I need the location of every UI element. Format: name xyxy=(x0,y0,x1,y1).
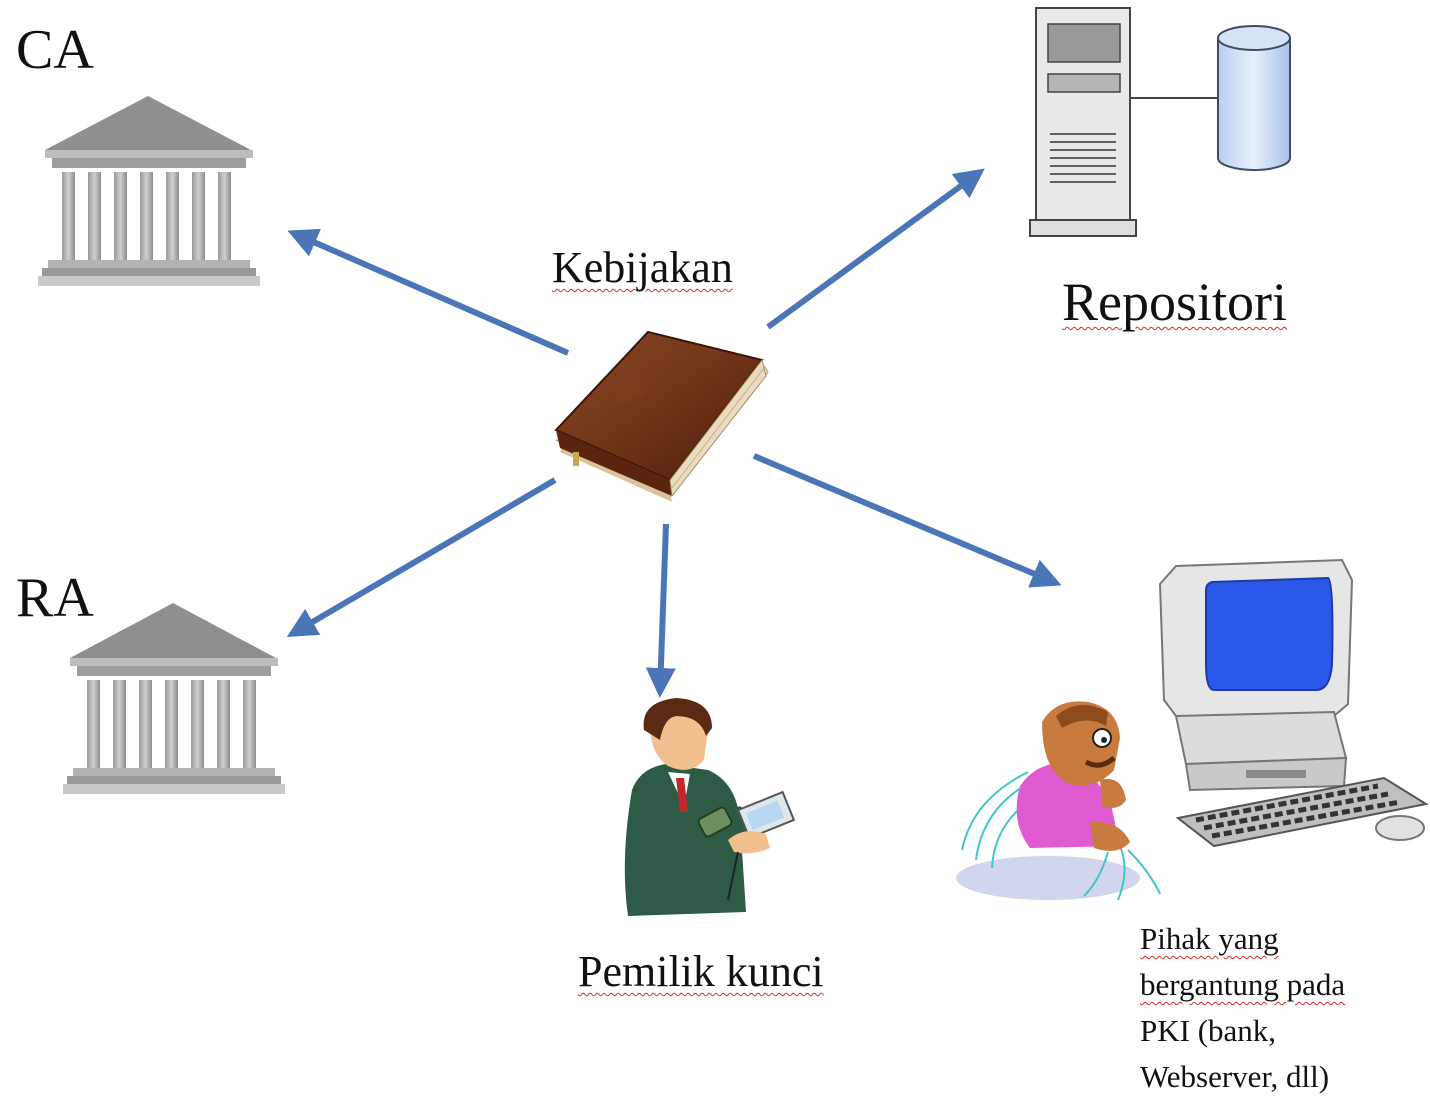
ca-building-icon xyxy=(38,96,260,286)
relying-party-label-line: Webserver, dll) xyxy=(1140,1059,1330,1094)
policy-book-icon xyxy=(554,330,769,502)
arrows xyxy=(286,168,1062,698)
arrow-to-pemilik xyxy=(645,523,676,698)
relying-party-label-line: Pihak yang xyxy=(1140,921,1279,956)
policy-label: Kebijakan xyxy=(552,243,733,292)
arrow-to-repositori xyxy=(766,168,985,330)
ra-building-icon xyxy=(63,603,285,794)
key-owner-businessman-icon xyxy=(624,698,796,916)
arrow-to-ca xyxy=(287,228,570,356)
relying-party-computer-user-icon xyxy=(956,558,1429,901)
repository-label: Repositori xyxy=(1062,272,1287,332)
arrow-to-pihak xyxy=(752,453,1062,588)
key-owner-label: Pemilik kunci xyxy=(578,947,824,996)
relying-party-label: Pihak yang bergantung pada PKI (bank, We… xyxy=(1140,916,1425,1100)
repository-server-icon xyxy=(1029,7,1291,237)
relying-party-label-line: bergantung pada xyxy=(1140,967,1346,1002)
relying-party-label-line: PKI (bank, xyxy=(1140,1013,1277,1048)
ca-label: CA xyxy=(16,19,94,81)
arrow-to-ra xyxy=(286,477,557,638)
ra-label: RA xyxy=(16,567,94,629)
